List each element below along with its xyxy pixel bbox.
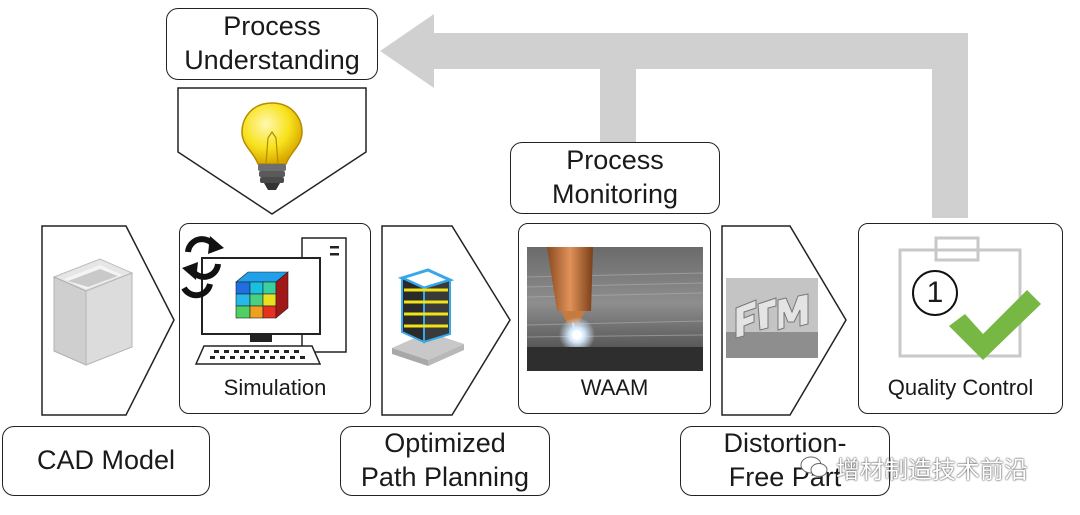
- waam-photo: [527, 247, 703, 371]
- path-planning-icon: [392, 268, 464, 366]
- simulation-label: Simulation: [223, 375, 327, 400]
- check-mark-icon: [949, 290, 1041, 360]
- watermark: 增材制造技术前沿: [800, 452, 1028, 484]
- cad-part-icon: [52, 258, 134, 366]
- light-bulb-icon: [241, 102, 303, 190]
- process-understanding-label: Process Understanding: [166, 8, 378, 80]
- quality-control-label: Quality Control: [887, 375, 1034, 400]
- process-monitoring-label: Process Monitoring: [510, 142, 720, 214]
- chat-bubble-icon: [800, 456, 828, 477]
- optimized-path-planning-label: Optimized Path Planning: [340, 426, 550, 496]
- simulation-computer-icon: [181, 236, 347, 365]
- quality-number-badge: 1: [912, 270, 958, 316]
- waam-label: WAAM: [580, 375, 649, 400]
- distortion-free-part-photo: [726, 278, 818, 358]
- quality-control-step: Quality Control: [858, 223, 1063, 414]
- distortion-free-part-label: Distortion- Free Part: [680, 426, 890, 496]
- cad-model-label: CAD Model: [2, 426, 210, 496]
- watermark-text: 增材制造技术前沿: [836, 456, 1028, 484]
